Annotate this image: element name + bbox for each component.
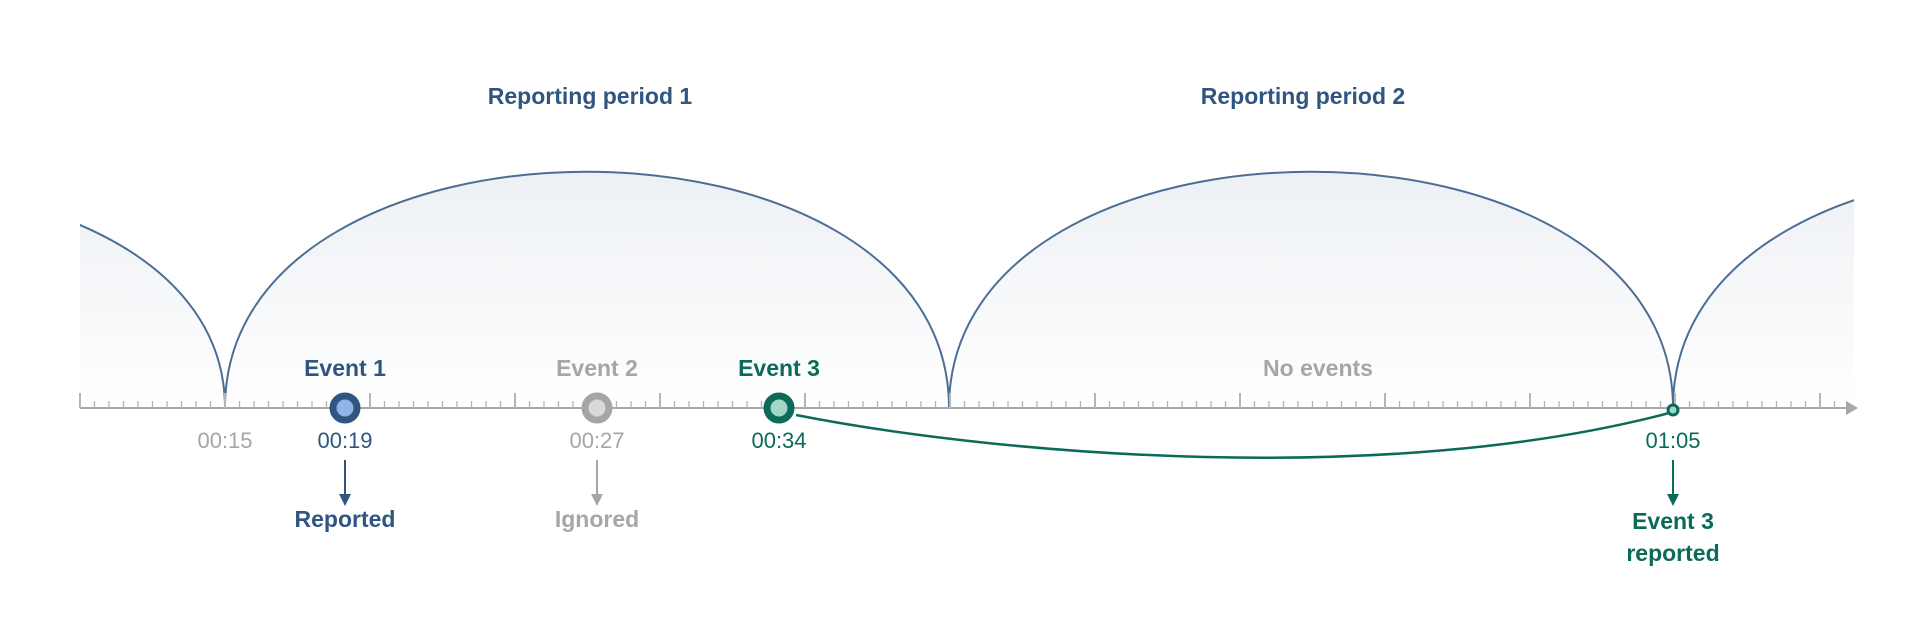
event-3-label: Event 3 <box>738 355 820 381</box>
period-arc-next <box>1671 199 1854 409</box>
deferred-report: 01:05 Event 3 reported <box>1626 403 1720 566</box>
deferred-report-connector <box>795 410 1674 459</box>
event-2-arrowhead-icon <box>591 494 603 506</box>
event-1-time: 00:19 <box>317 428 372 453</box>
event-3-marker <box>763 392 795 424</box>
event-3: Event 3 00:34 <box>738 355 820 453</box>
deferred-report-outcome-line2: reported <box>1626 540 1719 566</box>
event-1-outcome: Reported <box>295 506 396 532</box>
period-arc-1 <box>223 170 951 409</box>
event-1-marker <box>329 392 361 424</box>
deferred-report-outcome-line1: Event 3 <box>1632 508 1714 534</box>
axis-ticks <box>79 393 1836 408</box>
reporting-period-arcs <box>80 170 1854 409</box>
event-1: Event 1 00:19 Reported <box>295 355 396 532</box>
event-2-marker <box>581 392 613 424</box>
event-1-arrowhead-icon <box>339 494 351 506</box>
deferred-report-marker <box>1666 403 1680 417</box>
period-arc-2 <box>947 170 1675 409</box>
boundary-time-label: 00:15 <box>197 428 252 453</box>
timeline-axis <box>79 393 1858 415</box>
period-arc-previous <box>80 224 227 409</box>
period-label-1: Reporting period 1 <box>488 83 693 109</box>
period-label-2: Reporting period 2 <box>1201 83 1405 109</box>
deferred-report-arrowhead-icon <box>1667 494 1679 506</box>
event-2-label: Event 2 <box>556 355 638 381</box>
event-3-time: 00:34 <box>751 428 806 453</box>
event-2-outcome: Ignored <box>555 506 639 532</box>
event-2-time: 00:27 <box>569 428 624 453</box>
deferred-report-time: 01:05 <box>1645 428 1700 453</box>
no-events-label: No events <box>1263 355 1373 381</box>
event-2: Event 2 00:27 Ignored <box>555 355 639 532</box>
axis-arrow-icon <box>1846 401 1858 415</box>
event-1-label: Event 1 <box>304 355 386 381</box>
